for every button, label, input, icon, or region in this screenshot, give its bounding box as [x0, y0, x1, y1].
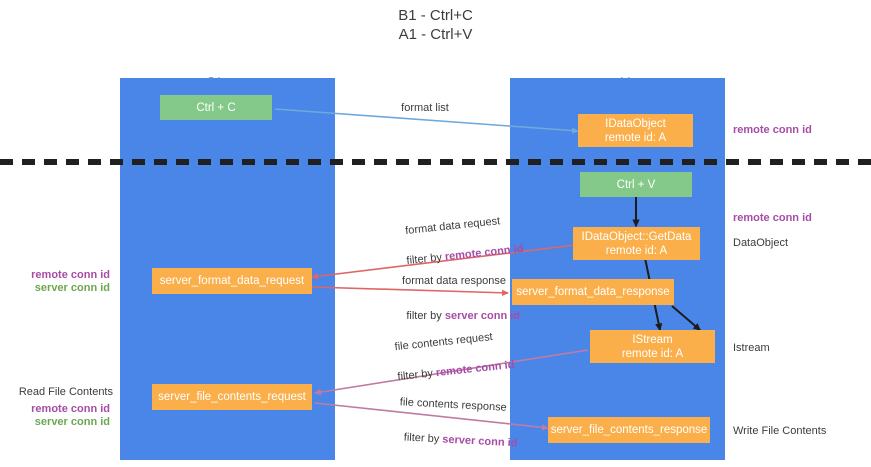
node-server-format-data-response[interactable]: server_format_data_response: [512, 279, 674, 305]
remote-conn-id-text-1: remote conn id: [444, 242, 524, 264]
node-server-file-contents-request[interactable]: server_file_contents_request: [152, 384, 312, 410]
node-istream[interactable]: IStream remote id: A: [590, 330, 715, 363]
node-idataobject-getdata[interactable]: IDataObject::GetData remote id: A: [573, 227, 700, 260]
annotation-left-remote-conn-id: remote conn id: [31, 269, 110, 281]
annotation-read-file-contents: Read File Contents: [18, 386, 113, 398]
annotation-left-bottom-remote-conn-id: remote conn id: [31, 403, 110, 415]
annotation-left-bottom-server-conn-id: server conn id: [34, 416, 110, 428]
node-server-file-contents-response[interactable]: server_file_contents_response: [548, 417, 710, 443]
annotation-write-file-contents: Write File Contents: [733, 425, 827, 437]
annotation-remote-conn-id-top: remote conn id: [733, 124, 812, 136]
filter-by-text-4: filter by: [403, 431, 443, 446]
edge-label-format-data-response: format data response: [402, 275, 506, 287]
node-ctrl-v[interactable]: Ctrl + V: [580, 172, 692, 197]
edge-label-file-contents-response-group: file contents response filter by server …: [370, 394, 533, 465]
filter-by-text-2: filter by: [406, 310, 445, 322]
edge-label-file-contents-request-group: file contents request filter by remote c…: [367, 327, 524, 401]
node-idataobject[interactable]: IDataObject remote id: A: [578, 114, 693, 147]
edge-label-filter-server-conn-id-1: filter by server conn id: [378, 295, 530, 337]
filter-by-text-3: filter by: [396, 367, 437, 384]
filter-by-text-1: filter by: [405, 251, 446, 268]
annotation-istream: Istream: [733, 342, 770, 354]
server-conn-id-text-1: server conn id: [444, 310, 521, 322]
annotation-remote-conn-id-mid: remote conn id: [733, 212, 812, 224]
node-server-format-data-request[interactable]: server_format_data_request: [152, 268, 312, 294]
edge-label-filter-server-conn-id-2: filter by server conn id: [370, 415, 532, 465]
annotation-left-server-conn-id: server conn id: [34, 282, 110, 294]
annotation-dataobject: DataObject: [733, 237, 789, 249]
server-conn-id-text-2: server conn id: [441, 433, 518, 450]
edge-label-format-list: format list: [401, 102, 449, 114]
node-ctrl-c[interactable]: Ctrl + C: [160, 95, 272, 120]
remote-conn-id-text-2: remote conn id: [435, 358, 515, 380]
diagram-title: B1 - Ctrl+C A1 - Ctrl+V: [398, 7, 473, 43]
edge-label-format-data-response-group: format data response filter by server co…: [378, 274, 530, 337]
